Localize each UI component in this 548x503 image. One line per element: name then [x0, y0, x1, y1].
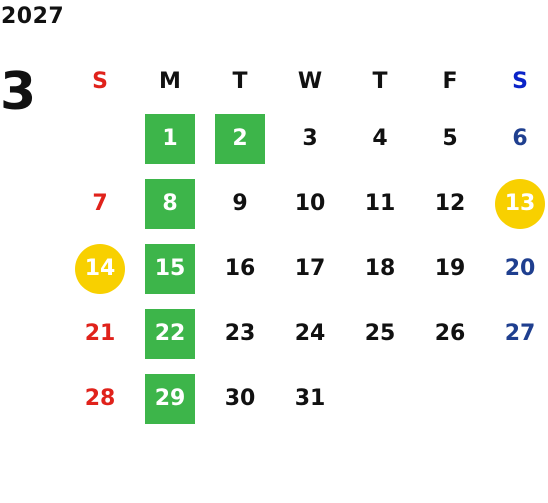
- week-row: 7 8 9 10 11 12 13: [65, 171, 548, 236]
- day-cell[interactable]: 12: [415, 179, 485, 229]
- day-cell[interactable]: 5: [415, 114, 485, 164]
- day-number: 20: [504, 256, 536, 281]
- empty-day-cell: [415, 374, 485, 424]
- day-cell[interactable]: 26: [415, 309, 485, 359]
- week-row: 21 22 23 24 25 26 27: [65, 301, 548, 366]
- day-number: 23: [224, 321, 256, 346]
- day-number: 19: [434, 256, 466, 281]
- day-cell[interactable]: 1: [135, 113, 205, 164]
- day-number: 16: [224, 256, 256, 281]
- day-cell[interactable]: 29: [135, 373, 205, 424]
- day-cell[interactable]: 3: [275, 114, 345, 164]
- day-cell[interactable]: 27: [485, 309, 548, 359]
- weekday-header-wed: W: [297, 68, 323, 94]
- day-number: [75, 114, 125, 164]
- weekday-header-mon: M: [159, 68, 181, 94]
- day-cell[interactable]: 16: [205, 244, 275, 294]
- day-number: [355, 374, 405, 424]
- day-number: [425, 374, 475, 424]
- day-cell[interactable]: 23: [205, 309, 275, 359]
- weekday-header-fri: F: [442, 68, 458, 94]
- day-number: 12: [434, 191, 466, 216]
- day-cell[interactable]: 20: [485, 244, 548, 294]
- day-number: 10: [294, 191, 326, 216]
- day-cell[interactable]: 2: [205, 113, 275, 164]
- day-number: 17: [294, 256, 326, 281]
- day-number: 27: [504, 321, 536, 346]
- empty-day-cell: [65, 114, 135, 164]
- day-cell[interactable]: 25: [345, 309, 415, 359]
- day-cell[interactable]: 7: [65, 179, 135, 229]
- day-number: 18: [364, 256, 396, 281]
- day-cell[interactable]: 28: [65, 374, 135, 424]
- day-number: 24: [294, 321, 326, 346]
- weekday-header-tue: T: [232, 68, 248, 94]
- day-cell[interactable]: 13: [485, 178, 548, 229]
- day-number: 26: [434, 321, 466, 346]
- marked-day-number: 8: [145, 178, 195, 229]
- day-cell[interactable]: 11: [345, 179, 415, 229]
- week-row: 28 29 30 31: [65, 366, 548, 431]
- day-cell[interactable]: 17: [275, 244, 345, 294]
- marked-day-number: 1: [145, 113, 195, 164]
- empty-day-cell: [485, 374, 548, 424]
- day-cell[interactable]: 18: [345, 244, 415, 294]
- marked-day-number: 2: [215, 113, 265, 164]
- day-cell[interactable]: 8: [135, 178, 205, 229]
- day-number: 5: [442, 126, 458, 151]
- day-cell[interactable]: 9: [205, 179, 275, 229]
- day-number: 21: [84, 321, 116, 346]
- day-cell[interactable]: 4: [345, 114, 415, 164]
- calendar-month: 3: [0, 62, 37, 122]
- marked-day-number: 15: [145, 243, 195, 294]
- day-number: 31: [294, 386, 326, 411]
- day-number: 28: [84, 386, 116, 411]
- day-number: 30: [224, 386, 256, 411]
- weekday-header-sat: S: [512, 68, 528, 94]
- day-number: 3: [302, 126, 318, 151]
- day-cell[interactable]: 24: [275, 309, 345, 359]
- marked-day-number: 29: [145, 373, 195, 424]
- day-cell[interactable]: 21: [65, 309, 135, 359]
- day-number: 25: [364, 321, 396, 346]
- day-number: [495, 374, 545, 424]
- highlighted-day-number: 14: [75, 243, 125, 294]
- day-cell[interactable]: 19: [415, 244, 485, 294]
- day-cell[interactable]: 6: [485, 114, 548, 164]
- day-cell[interactable]: 15: [135, 243, 205, 294]
- weekday-header-thu: T: [372, 68, 388, 94]
- day-cell[interactable]: 31: [275, 374, 345, 424]
- day-number: 4: [372, 126, 388, 151]
- day-number: 6: [512, 126, 528, 151]
- day-number: 11: [364, 191, 396, 216]
- day-number: 7: [92, 191, 108, 216]
- week-row: 14 15 16 17 18 19 20: [65, 236, 548, 301]
- day-cell[interactable]: 22: [135, 308, 205, 359]
- marked-day-number: 22: [145, 308, 195, 359]
- day-cell[interactable]: 10: [275, 179, 345, 229]
- day-cell[interactable]: 14: [65, 243, 135, 294]
- highlighted-day-number: 13: [495, 178, 545, 229]
- empty-day-cell: [345, 374, 415, 424]
- weekday-header-sun: S: [92, 68, 108, 94]
- weekday-header-row: S M T W T F S: [65, 56, 548, 106]
- calendar-year: 2027: [1, 4, 65, 29]
- day-cell[interactable]: 30: [205, 374, 275, 424]
- day-number: 9: [232, 191, 248, 216]
